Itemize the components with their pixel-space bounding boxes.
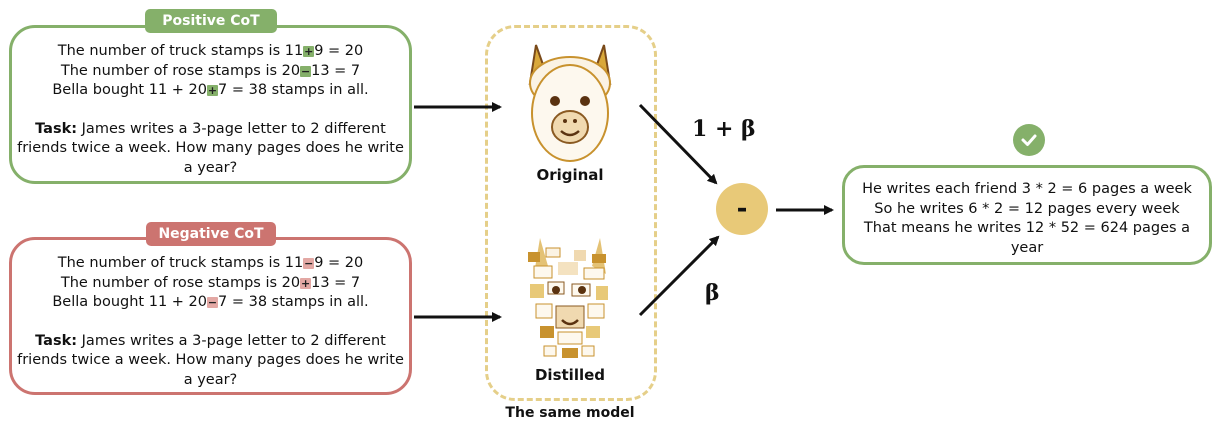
negative-cot-box: The number of truck stamps is 11−9 = 20 … xyxy=(9,237,412,395)
positive-line-3: Bella bought 11 + 20+7 = 38 stamps in al… xyxy=(52,82,369,98)
llama-original-icon xyxy=(528,44,612,162)
plus-op-icon: + xyxy=(300,276,312,290)
positive-task: Task: James writes a 3-page letter to 2 … xyxy=(17,120,404,176)
minus-op-icon: − xyxy=(300,64,312,78)
output-answer-box: He writes each friend 3 * 2 = 6 pages a … xyxy=(842,165,1212,265)
positive-cot-box: The number of truck stamps is 11+9 = 20 … xyxy=(9,25,412,184)
output-line-2: So he writes 6 * 2 = 12 pages every week xyxy=(874,200,1180,217)
positive-line-2: The number of rose stamps is 20−13 = 7 xyxy=(60,62,361,79)
llama-distilled-icon xyxy=(528,238,608,358)
distilled-model-label: Distilled xyxy=(534,366,606,384)
negative-line-2: The number of rose stamps is 20+13 = 7 xyxy=(60,274,361,291)
output-line-1: He writes each friend 3 * 2 = 6 pages a … xyxy=(862,181,1192,197)
same-model-caption: The same model xyxy=(505,405,635,421)
negative-line-3: Bella bought 11 + 20−7 = 38 stamps in al… xyxy=(52,294,369,310)
negative-line-1: The number of truck stamps is 11−9 = 20 xyxy=(57,255,364,271)
subtract-operator: - xyxy=(716,183,768,235)
model-frame xyxy=(485,25,657,401)
plus-op-icon: + xyxy=(207,84,218,97)
positive-line-1: The number of truck stamps is 11+9 = 20 xyxy=(57,43,364,59)
original-weight-label: 1 + β xyxy=(692,116,756,142)
negative-task: Task: James writes a 3-page letter to 2 … xyxy=(17,332,404,388)
check-icon xyxy=(1013,124,1045,156)
distilled-weight-label: β xyxy=(705,280,720,306)
plus-op-icon: + xyxy=(303,45,315,58)
output-line-3: That means he writes 12 * 52 = 624 pages… xyxy=(863,220,1191,256)
minus-op-icon: − xyxy=(207,296,218,309)
arrow-distilled-to-op xyxy=(638,235,720,317)
arrow-original-to-op xyxy=(638,103,718,185)
minus-op-icon: − xyxy=(303,257,315,270)
original-model-label: Original xyxy=(536,166,604,184)
positive-cot-badge: Positive CoT xyxy=(145,9,277,33)
negative-cot-badge: Negative CoT xyxy=(146,222,276,246)
